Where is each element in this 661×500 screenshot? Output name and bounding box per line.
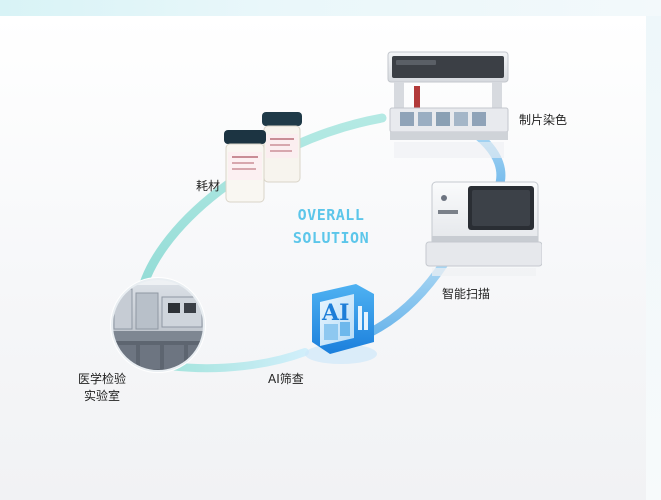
consumables-label: 耗材	[196, 179, 221, 193]
ai-icon-text: AI	[321, 300, 349, 326]
slide-scanner-icon	[425, 181, 542, 276]
title-line-1: OVERALL	[297, 206, 365, 224]
ring-arc-bottom	[166, 348, 309, 373]
lab-label-line-1: 医学检验	[78, 372, 127, 386]
scan-label: 智能扫描	[442, 287, 491, 301]
title-line-2: SOLUTION	[292, 229, 370, 247]
ai-screening-icon: AI	[305, 284, 377, 364]
lab-label: 医学检验 实验室	[78, 371, 126, 405]
top-strip	[0, 0, 661, 16]
sample-jars-icon	[224, 112, 302, 203]
overall-solution-title: OVERALL SOLUTION	[276, 204, 386, 250]
ring-arc-left	[135, 113, 387, 305]
staining-machine-icon	[387, 51, 509, 158]
right-strip	[646, 16, 661, 500]
ai-label: AI筛查	[268, 372, 304, 386]
stain-label: 制片染色	[519, 113, 568, 127]
lab-label-line-2: 实验室	[84, 389, 121, 403]
laboratory-photo	[110, 277, 206, 373]
